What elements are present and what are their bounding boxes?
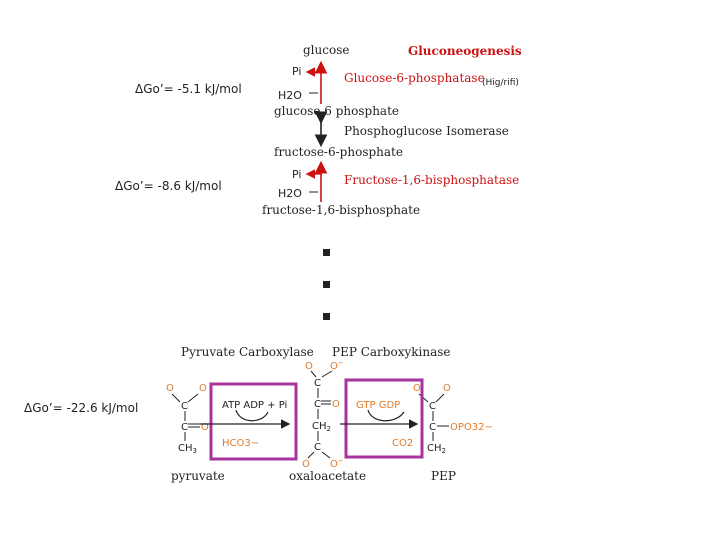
title: Gluconeogenesis (408, 44, 522, 58)
svg-text:O: O (199, 383, 207, 394)
svg-text:CH3: CH3 (178, 443, 197, 455)
delta-g-step2: ΔGo’= -8.6 kJ/mol (115, 179, 222, 193)
svg-text:CH2: CH2 (427, 443, 446, 455)
metabolite-fructose-1-6-bisphosphate: fructose-1,6-bisphosphate (262, 203, 420, 217)
svg-text:C: C (314, 442, 321, 453)
enzyme-pyruvate-carboxylase: Pyruvate Carboxylase (181, 345, 314, 359)
h2o-label-1: H2O (278, 89, 302, 102)
svg-text:O: O (305, 361, 313, 372)
svg-text:O: O (332, 399, 340, 410)
pi-label-2: Pi (292, 168, 301, 181)
delta-g-step1: ΔGo’= -5.1 kJ/mol (135, 82, 242, 96)
svg-text:O: O (413, 383, 421, 394)
enzyme-glucose-6-phosphatase: Glucose-6-phosphatase (344, 71, 485, 85)
delta-g-step3: ΔGo’= -22.6 kJ/mol (24, 401, 138, 415)
svg-text:C: C (181, 401, 188, 412)
note-hig-rifi: (Hig/rifi) (482, 78, 519, 88)
svg-text:O: O (443, 383, 451, 394)
hco3-label: HCO3− (222, 438, 259, 449)
metabolite-oxaloacetate: oxaloacetate (289, 469, 366, 483)
metabolite-glucose-6-phosphate: glucose 6 phosphate (274, 104, 399, 118)
svg-text:CH2: CH2 (312, 421, 331, 433)
pep-carboxykinase-box (344, 378, 424, 459)
pi-label-1: Pi (292, 65, 301, 78)
svg-text:O: O (166, 383, 174, 394)
opo3-label: OPO32− (450, 422, 493, 433)
atp-adp-pi-label: ATP ADP + Pi (222, 400, 287, 411)
enzyme-pep-carboxykinase: PEP Carboxykinase (332, 345, 451, 359)
metabolite-pyruvate: pyruvate (171, 469, 225, 483)
svg-text:C: C (429, 401, 436, 412)
pep-structure: O O C C CH2 (413, 383, 451, 455)
gtp-cofactor-arc (367, 409, 405, 422)
metabolite-glucose: glucose (303, 43, 349, 57)
ellipsis-dot-1 (323, 249, 330, 256)
ellipsis-dot-3 (323, 313, 330, 320)
svg-text:O: O (302, 459, 310, 470)
ellipsis-dot-2 (323, 281, 330, 288)
svg-text:C: C (181, 422, 188, 433)
metabolite-fructose-6-phosphate: fructose-6-phosphate (274, 145, 403, 159)
co2-label: CO2 (392, 438, 413, 449)
svg-text:C: C (429, 422, 436, 433)
pyruvate-structure: O O C C O CH3 (166, 383, 209, 455)
svg-text:C: C (314, 399, 321, 410)
svg-text:O−: O− (330, 359, 344, 372)
enzyme-phosphoglucose-isomerase: Phosphoglucose Isomerase (344, 124, 509, 138)
oxaloacetate-structure: O O− C C O CH2 C O O− (302, 359, 344, 470)
metabolite-pep: PEP (431, 469, 456, 483)
enzyme-fructose-1-6-bisphosphatase: Fructose-1,6-bisphosphatase (344, 173, 519, 187)
h2o-label-2: H2O (278, 187, 302, 200)
pyruvate-carboxylase-box (209, 382, 298, 461)
svg-text:O: O (201, 422, 209, 433)
atp-cofactor-arc (235, 409, 269, 422)
svg-text:C: C (314, 378, 321, 389)
gtp-gdp-label: GTP GDP (356, 400, 400, 411)
